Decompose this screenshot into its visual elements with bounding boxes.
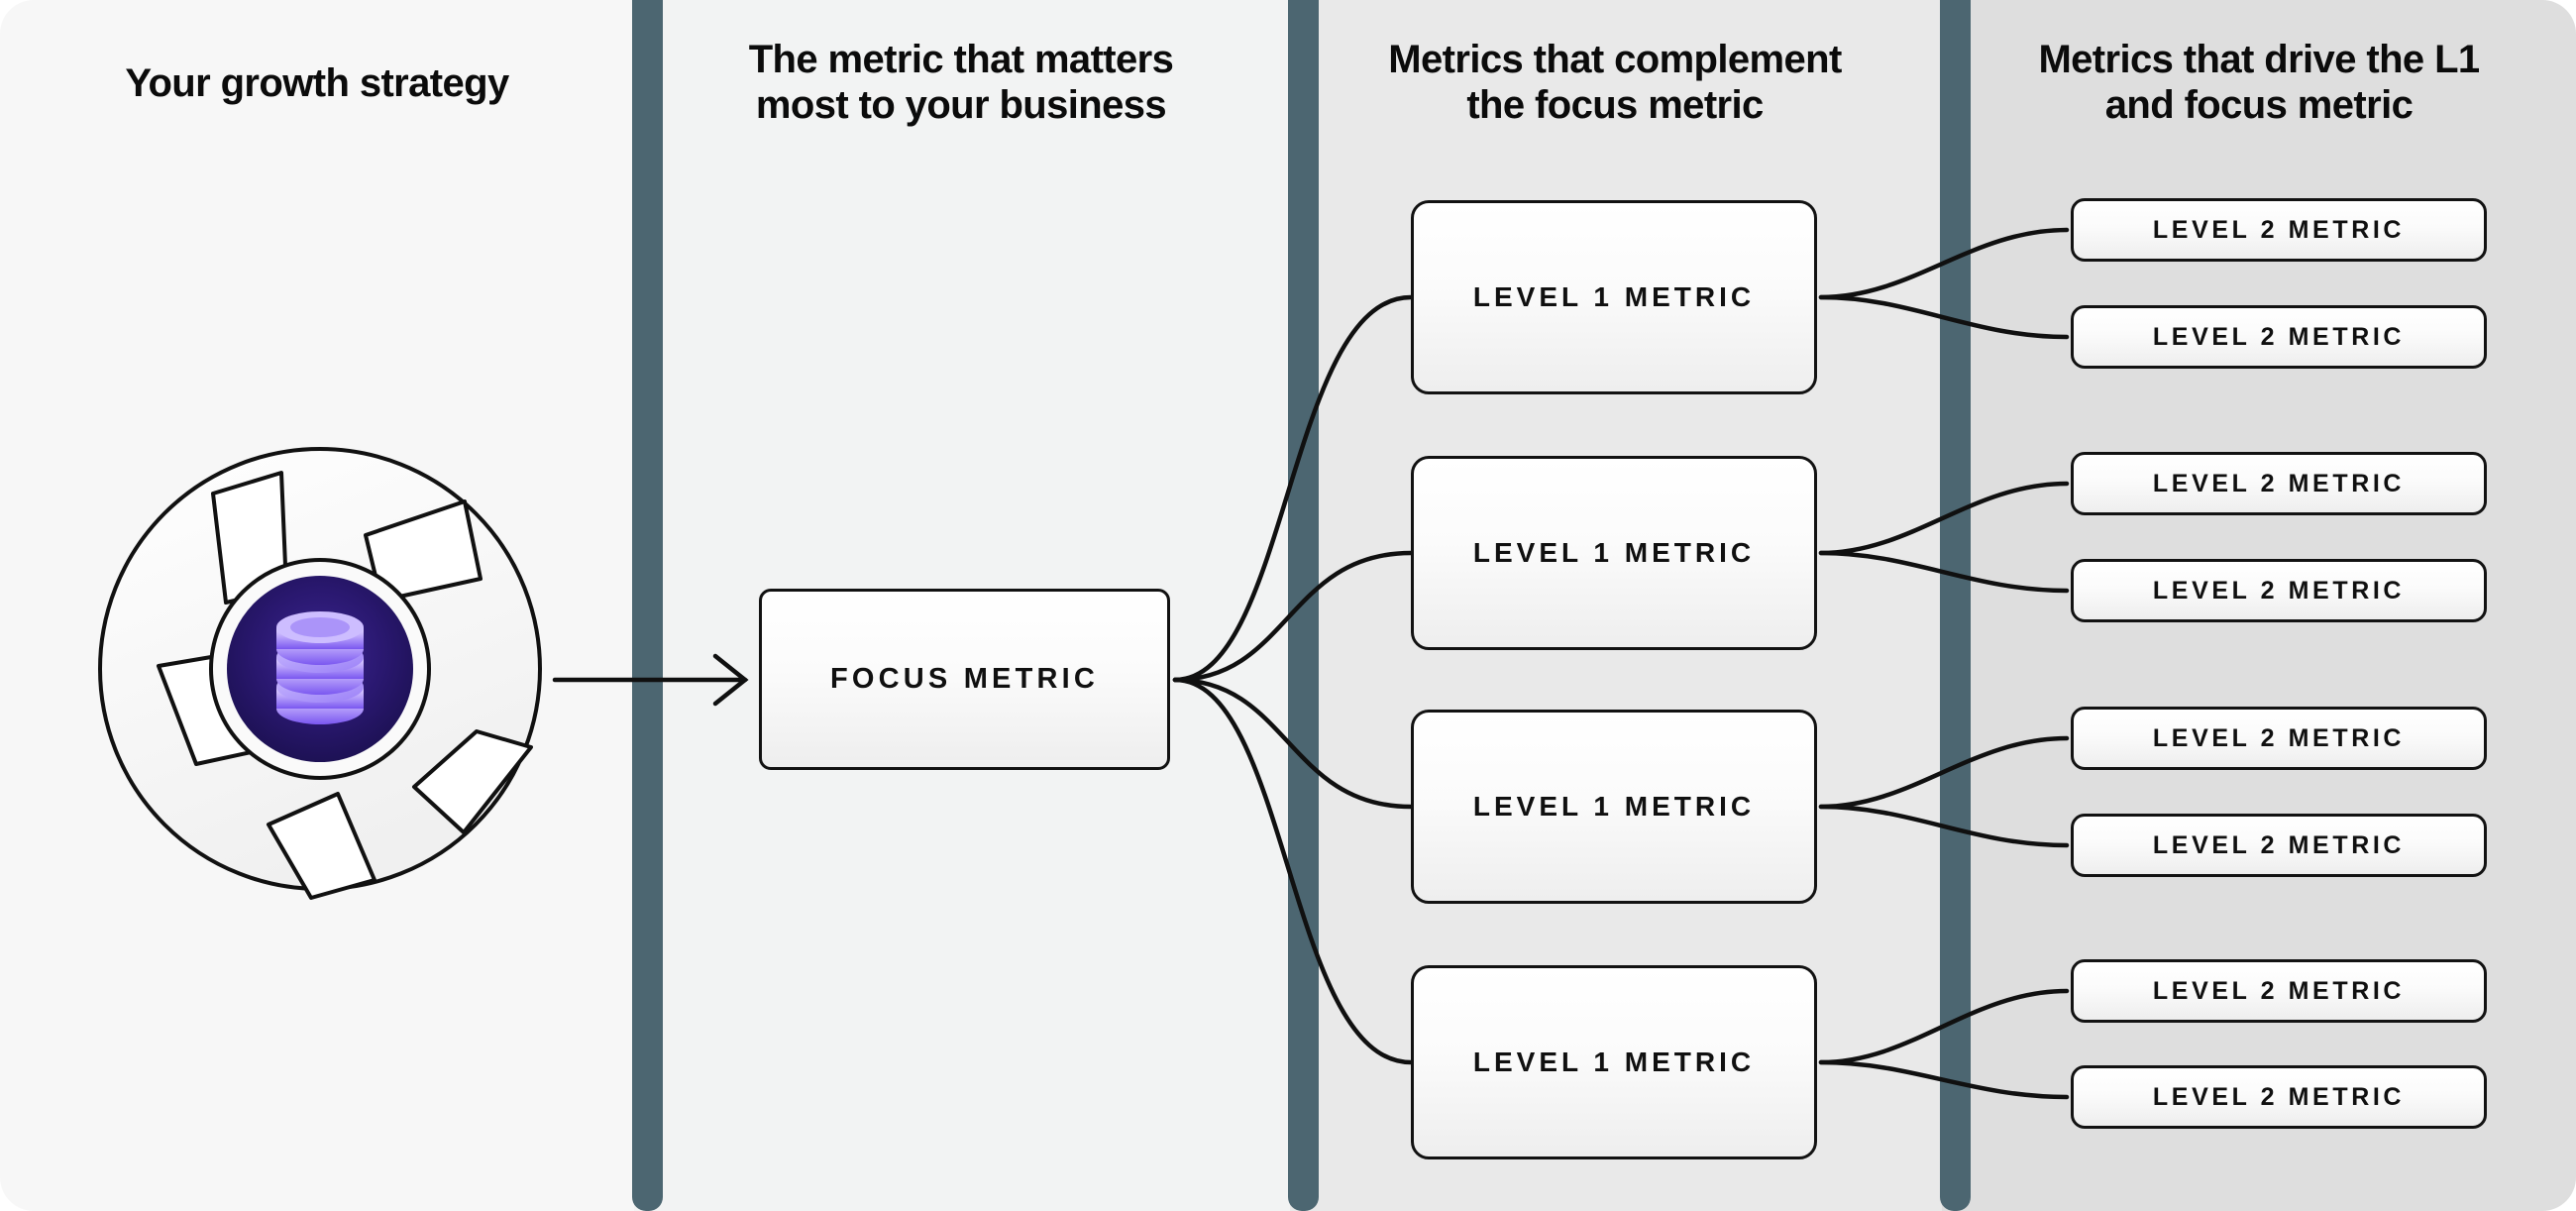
heading-focus-line-1: The metric that matters bbox=[748, 38, 1174, 81]
level-1-metric-label: LEVEL 1 METRIC bbox=[1472, 791, 1756, 822]
level-1-metric-node-1[interactable]: LEVEL 1 METRIC bbox=[1411, 200, 1817, 394]
column-divider-2 bbox=[1288, 0, 1319, 1211]
column-heading-level-1: Metrics that complement the focus metric bbox=[1328, 38, 1902, 128]
level-2-metric-node-8[interactable]: LEVEL 2 METRIC bbox=[2071, 1065, 2487, 1129]
level-1-metric-label: LEVEL 1 METRIC bbox=[1472, 281, 1756, 312]
focus-metric-node[interactable]: FOCUS METRIC bbox=[759, 589, 1170, 770]
level-2-metric-label: LEVEL 2 METRIC bbox=[2152, 215, 2406, 244]
level-1-metric-node-3[interactable]: LEVEL 1 METRIC bbox=[1411, 710, 1817, 904]
level-2-metric-node-3[interactable]: LEVEL 2 METRIC bbox=[2071, 452, 2487, 515]
level-2-metric-label: LEVEL 2 METRIC bbox=[2152, 976, 2406, 1005]
level-2-metric-label: LEVEL 2 METRIC bbox=[2152, 830, 2406, 859]
column-heading-level-2: Metrics that drive the L1 and focus metr… bbox=[1982, 38, 2536, 128]
column-divider-3 bbox=[1940, 0, 1971, 1211]
column-heading-focus: The metric that matters most to your bus… bbox=[674, 38, 1248, 128]
heading-l1-line-2: the focus metric bbox=[1466, 82, 1764, 127]
level-2-metric-label: LEVEL 2 METRIC bbox=[2152, 322, 2406, 351]
heading-l2-line-2: and focus metric bbox=[2104, 82, 2414, 127]
level-2-metric-node-7[interactable]: LEVEL 2 METRIC bbox=[2071, 959, 2487, 1023]
level-1-metric-node-4[interactable]: LEVEL 1 METRIC bbox=[1411, 965, 1817, 1159]
level-2-metric-node-4[interactable]: LEVEL 2 METRIC bbox=[2071, 559, 2487, 622]
column-heading-strategy: Your growth strategy bbox=[40, 61, 594, 107]
level-2-metric-node-1[interactable]: LEVEL 2 METRIC bbox=[2071, 198, 2487, 262]
level-1-metric-node-2[interactable]: LEVEL 1 METRIC bbox=[1411, 456, 1817, 650]
heading-strategy-line: Your growth strategy bbox=[125, 61, 509, 105]
database-icon bbox=[276, 611, 364, 724]
column-divider-1 bbox=[632, 0, 663, 1211]
level-2-metric-node-2[interactable]: LEVEL 2 METRIC bbox=[2071, 305, 2487, 369]
level-2-metric-label: LEVEL 2 METRIC bbox=[2152, 576, 2406, 605]
heading-l2-line-1: Metrics that drive the L1 bbox=[2038, 38, 2480, 81]
level-1-metric-label: LEVEL 1 METRIC bbox=[1472, 537, 1756, 568]
focus-metric-label: FOCUS METRIC bbox=[829, 663, 1100, 695]
level-2-metric-label: LEVEL 2 METRIC bbox=[2152, 469, 2406, 497]
level-2-metric-label: LEVEL 2 METRIC bbox=[2152, 723, 2406, 752]
level-1-metric-label: LEVEL 1 METRIC bbox=[1472, 1046, 1756, 1077]
heading-focus-line-2: most to your business bbox=[755, 82, 1167, 127]
aperture-database-logo bbox=[87, 432, 553, 906]
level-2-metric-node-5[interactable]: LEVEL 2 METRIC bbox=[2071, 707, 2487, 770]
level-2-metric-label: LEVEL 2 METRIC bbox=[2152, 1082, 2406, 1111]
heading-l1-line-1: Metrics that complement bbox=[1388, 38, 1842, 81]
level-2-metric-node-6[interactable]: LEVEL 2 METRIC bbox=[2071, 814, 2487, 877]
